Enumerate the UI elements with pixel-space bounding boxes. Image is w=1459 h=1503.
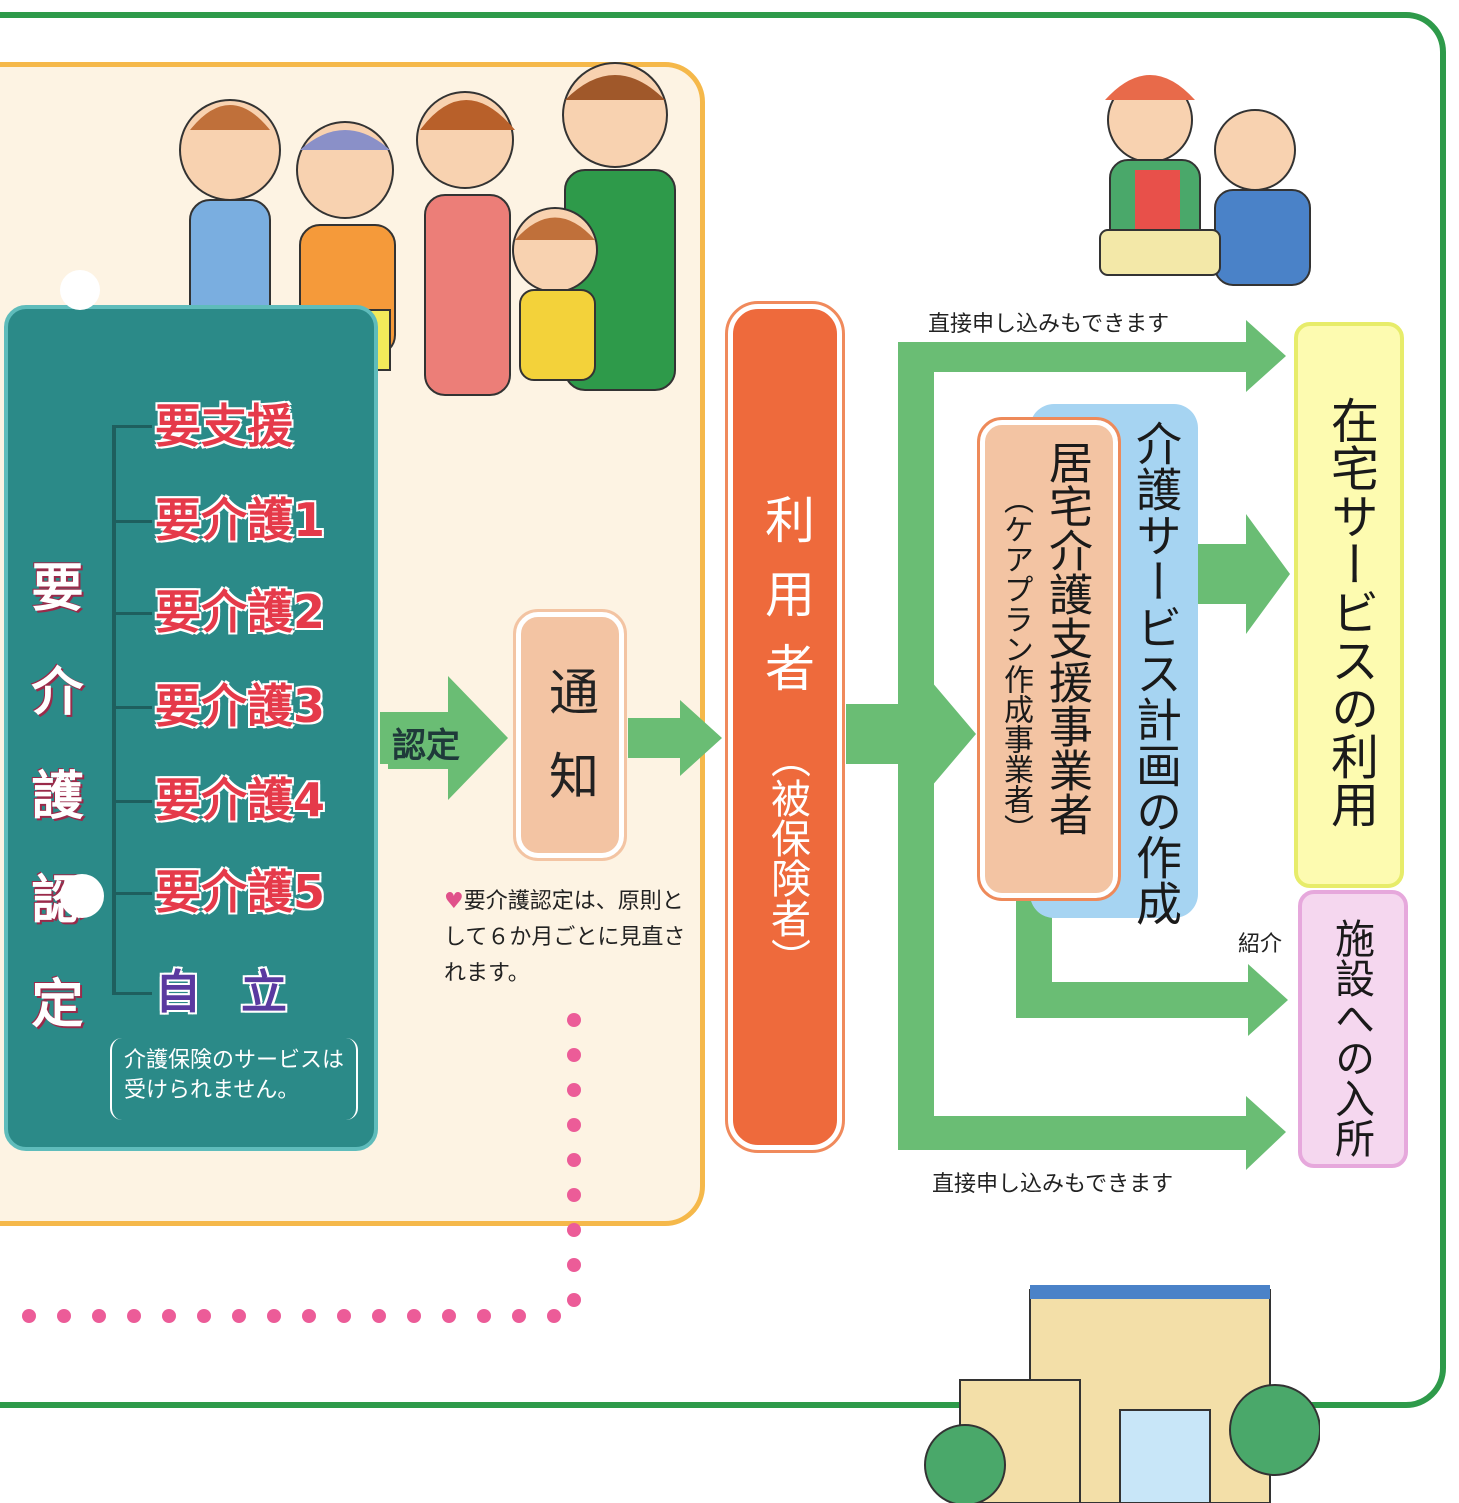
connector-dot (232, 1309, 246, 1323)
dotted-connector (22, 1013, 581, 1323)
notice-label: 通知 (541, 666, 599, 834)
connector-dot (567, 1258, 581, 1272)
care-plan-title: 介護サービス計画の作成 (1129, 420, 1183, 926)
facility-building-illustration (924, 1285, 1320, 1503)
care-support-office-box (977, 417, 1121, 901)
connector-dot (127, 1309, 141, 1323)
connector-dot (567, 1048, 581, 1062)
home-service-box (1294, 322, 1404, 888)
referral-label: 紹介 (1238, 932, 1283, 957)
bracket-tick (112, 892, 152, 895)
connector-dot (567, 1118, 581, 1132)
direct-application-label-top: 直接申し込みもできます (928, 312, 1170, 337)
no-service-note: 介護保険のサービスは受けられません。 (110, 1038, 358, 1120)
bracket-tick (112, 992, 152, 995)
connector-dot (407, 1309, 421, 1323)
connector-dot (567, 1293, 581, 1307)
punch-hole (60, 270, 100, 310)
level-care-4: 要介護4 (155, 773, 326, 827)
arrow-notice-to-user (628, 700, 722, 776)
home-service-label: 在宅サービスの利用 (1322, 396, 1378, 828)
user-box (725, 301, 845, 1153)
connector-dot (477, 1309, 491, 1323)
connector-dot (162, 1309, 176, 1323)
facility-label: 施設への入所 (1328, 918, 1374, 1158)
level-care-3: 要介護3 (155, 679, 326, 733)
notice-box: 通知 (513, 609, 627, 861)
bracket-tick (112, 425, 152, 428)
direct-application-label-bottom: 直接申し込みもできます (932, 1172, 1174, 1197)
connector-dot (197, 1309, 211, 1323)
connector-dot (512, 1309, 526, 1323)
bracket-tick (112, 800, 152, 803)
care-certification-title: 要介護認定 (22, 560, 82, 1080)
level-independent: 自立 (155, 965, 327, 1019)
connector-dot (337, 1309, 351, 1323)
connector-dot (567, 1188, 581, 1202)
user-label: 利用者 (757, 494, 815, 716)
review-note-text: 要介護認定は、原則として６か月ごとに見直されます。 (444, 889, 686, 986)
arrow-direct-facility (898, 704, 1286, 1170)
connector-dot (302, 1309, 316, 1323)
care-certification-box (4, 305, 378, 1151)
connector-dot (567, 1223, 581, 1237)
care-support-office-label: 居宅介護支援事業者 (1041, 440, 1092, 836)
punch-hole (60, 874, 104, 918)
bracket-tick (112, 520, 152, 523)
facility-box (1298, 890, 1408, 1168)
caregiver-illustration (1099, 75, 1311, 286)
connector-dot (57, 1309, 71, 1323)
connector-dot (267, 1309, 281, 1323)
level-care-2: 要介護2 (155, 585, 326, 639)
review-note: ♥要介護認定は、原則として６か月ごとに見直されます。 (444, 884, 694, 992)
care-support-office-sublabel: （ケアプラン作成事業者） (998, 484, 1033, 844)
levels-bracket (112, 425, 116, 995)
connector-dot (567, 1153, 581, 1167)
level-support-needed: 要支援 (155, 399, 293, 453)
connector-dot (567, 1013, 581, 1027)
certification-arrow-label: 認定 (388, 716, 464, 769)
connector-dot (372, 1309, 386, 1323)
outer-frame (0, 12, 1446, 1408)
bracket-tick (112, 706, 152, 709)
level-care-5: 要介護5 (155, 865, 326, 919)
user-sublabel: （被保険者） (764, 738, 810, 978)
arrow-referral-to-facility (1016, 898, 1288, 1036)
connector-dot (547, 1309, 561, 1323)
connector-dot (92, 1309, 106, 1323)
connector-dot (567, 1083, 581, 1097)
connector-dot (442, 1309, 456, 1323)
heart-icon: ♥ (444, 889, 464, 914)
arrow-direct-home-service (898, 320, 1286, 764)
level-care-1: 要介護1 (155, 493, 326, 547)
arrow-plan-to-home-service (1198, 514, 1290, 634)
bracket-tick (112, 612, 152, 615)
connector-dot (22, 1309, 36, 1323)
